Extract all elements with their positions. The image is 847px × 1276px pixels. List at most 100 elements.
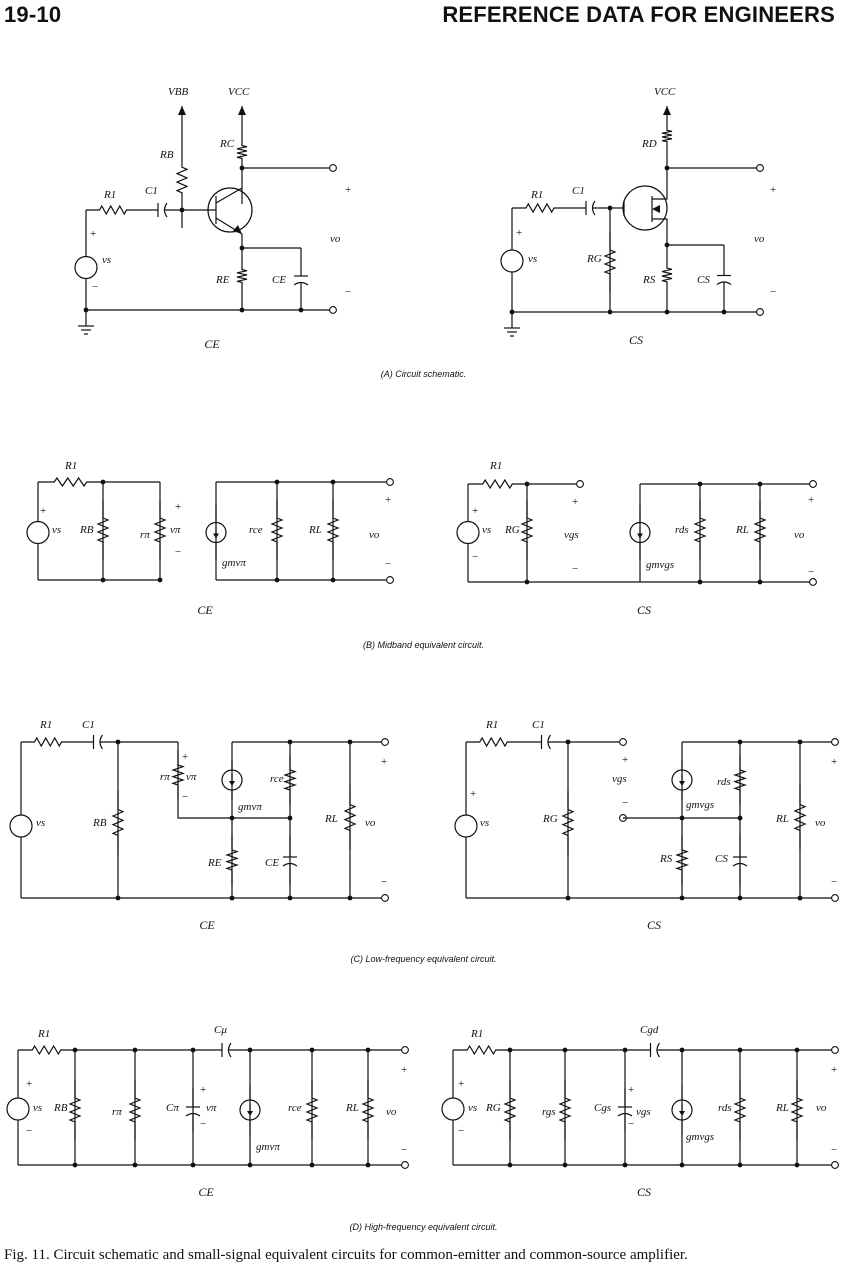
label-rc: RC [219, 138, 235, 150]
label-vo: vo [816, 1102, 827, 1114]
label-vo: vo [365, 817, 376, 829]
resistor [603, 232, 617, 292]
label-plus: + [808, 494, 814, 506]
resistor [453, 1044, 510, 1056]
label-r1: R1 [530, 189, 543, 201]
junction-dot [190, 1162, 196, 1168]
terminal [401, 1161, 409, 1169]
label-cgs: Cgs [594, 1102, 611, 1114]
label-r1: R1 [39, 719, 52, 731]
terminal [831, 894, 839, 902]
transistor-icon [207, 187, 253, 233]
label-c1: C1 [82, 719, 95, 731]
label-minus: − [381, 876, 387, 888]
junction-dot [287, 739, 293, 745]
label-rpi: rπ [140, 529, 150, 541]
label-rgs: rgs [542, 1106, 556, 1118]
label-vs: vs [102, 254, 111, 266]
terminal [386, 576, 394, 584]
voltage-source [500, 249, 524, 273]
junction-dot [229, 815, 235, 821]
label-plus: + [401, 1064, 407, 1076]
label-minus: − [628, 1118, 634, 1130]
label-rds: rds [675, 524, 689, 536]
label-rl: RL [345, 1102, 359, 1114]
terminal [329, 164, 337, 172]
capacitor [227, 1042, 232, 1058]
resistor [283, 755, 297, 805]
junction-dot [562, 1047, 568, 1053]
label-cgd: Cgd [640, 1024, 659, 1036]
junction-dot [72, 1162, 78, 1168]
resistor [96, 500, 110, 560]
junction-dot [664, 309, 670, 315]
label-vcc: VCC [228, 86, 250, 98]
label-rg: RG [485, 1102, 501, 1114]
label-minus: − [92, 281, 98, 293]
label-rb: RB [92, 817, 107, 829]
label-vcc: VCC [654, 86, 676, 98]
terminal [831, 1046, 839, 1054]
wire [652, 218, 668, 245]
junction-dot [132, 1162, 138, 1168]
junction-dot [347, 739, 353, 745]
figure-caption: Fig. 11. Circuit schematic and small-sig… [4, 1247, 688, 1263]
junction-dot [797, 739, 803, 745]
junction-dot [679, 1047, 685, 1053]
terminal [381, 894, 389, 902]
label-rl: RL [735, 524, 749, 536]
resistor [468, 478, 527, 490]
label-rce: rce [249, 524, 263, 536]
label-plus: + [345, 184, 351, 196]
label-vpi: vπ [206, 1102, 217, 1114]
terminal [831, 1161, 839, 1169]
label-vs: vs [480, 817, 489, 829]
resistor [326, 500, 340, 560]
resistor [38, 476, 103, 488]
resistor [753, 500, 767, 560]
resistor [236, 260, 248, 292]
sublabel-cs-c: CS [646, 918, 661, 932]
junction-dot [794, 1162, 800, 1168]
junction-dot [239, 165, 245, 171]
resistor [128, 1080, 142, 1140]
junction-dot [274, 479, 280, 485]
junction-dot [309, 1162, 315, 1168]
label-ce: CE [265, 857, 279, 869]
junction-dot [507, 1047, 513, 1053]
label-vo: vo [754, 233, 765, 245]
sublabel-cs-d: CS [636, 1185, 651, 1199]
junction-dot [247, 1047, 253, 1053]
resistor [225, 835, 239, 885]
label-vs: vs [52, 524, 61, 536]
junction-dot [330, 479, 336, 485]
label-r1: R1 [64, 460, 77, 472]
label-rds: rds [718, 1102, 732, 1114]
resistor [175, 148, 189, 212]
wire [215, 187, 243, 204]
emitter-arrow [233, 225, 242, 234]
junction-dot [309, 1047, 315, 1053]
junction-dot [330, 577, 336, 583]
resistor [153, 500, 167, 560]
label-vs: vs [468, 1102, 477, 1114]
label-rd: RD [641, 138, 657, 150]
resistor [18, 1044, 75, 1056]
resistor [111, 790, 125, 855]
junction-dot [72, 1047, 78, 1053]
transistor-icon [622, 185, 668, 231]
current-source [205, 521, 227, 544]
junction-dot [697, 579, 703, 585]
label-rl: RL [775, 1102, 789, 1114]
resistor [733, 755, 747, 805]
label-minus: − [345, 286, 351, 298]
label-plus: + [175, 501, 181, 513]
label-r1: R1 [470, 1028, 483, 1040]
label-vs: vs [33, 1102, 42, 1114]
junction-dot [757, 481, 763, 487]
voltage-source [6, 1097, 30, 1121]
junction-dot [287, 895, 293, 901]
label-r1: R1 [485, 719, 498, 731]
caption-d: (D) High-frequency equivalent circuit. [349, 1222, 498, 1232]
